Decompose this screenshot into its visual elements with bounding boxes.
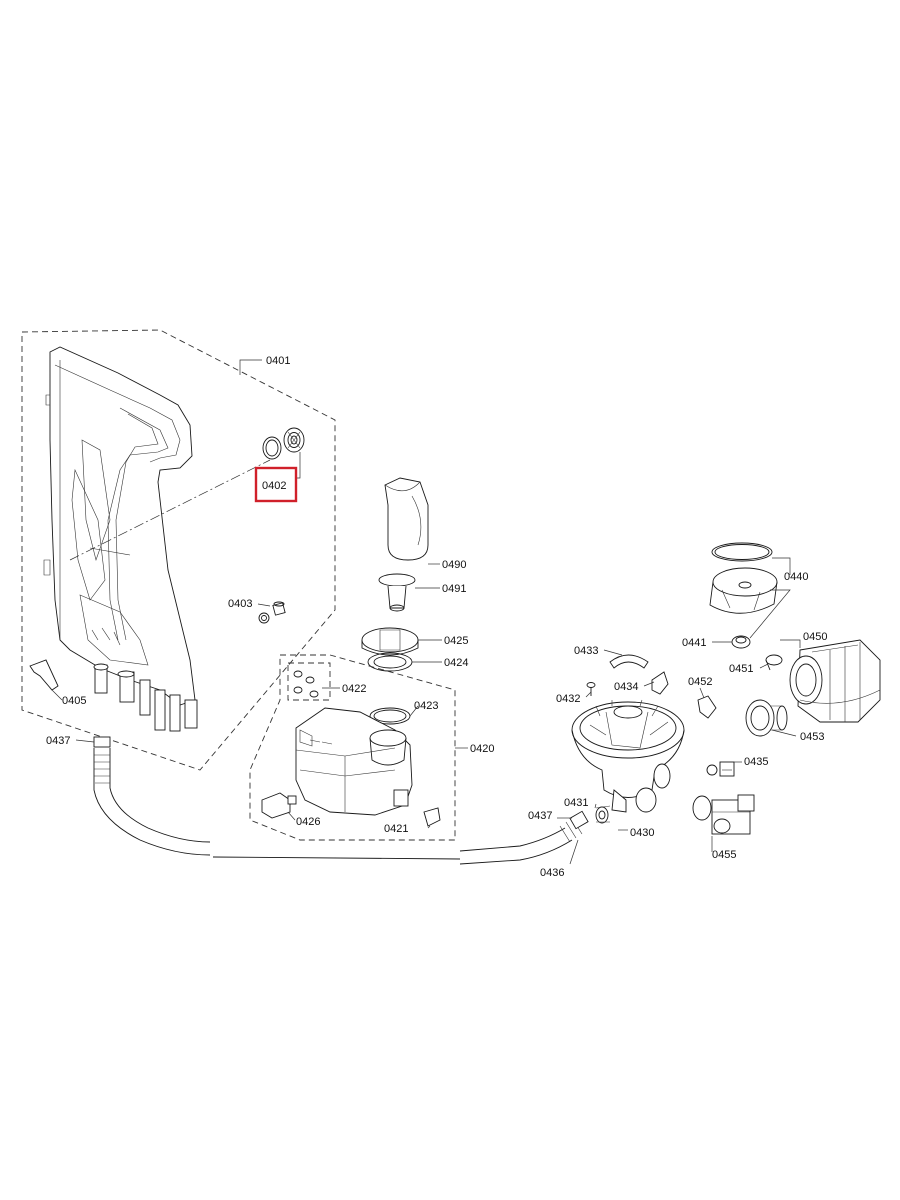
circulation-pump-0450	[789, 639, 881, 723]
label-0433: 0433	[574, 645, 598, 657]
label-0451: 0451	[729, 663, 753, 675]
label-0490: 0490	[442, 559, 466, 571]
side-panel-0401	[43, 346, 198, 732]
label-0441: 0441	[682, 637, 706, 649]
clip-0405	[29, 659, 59, 691]
ring-0424	[367, 652, 413, 672]
part-labels: 0401 0402 0403 0405 0437 0490 0491 0425 …	[46, 355, 827, 879]
drain-hose-0436	[93, 736, 589, 865]
label-0431: 0431	[564, 797, 588, 809]
lid-0425	[361, 627, 419, 656]
funnel-0490	[384, 477, 429, 561]
fitting-0403	[258, 601, 286, 624]
label-0426: 0426	[296, 816, 320, 828]
seal-ring-0402	[262, 427, 305, 460]
group-0420-outline	[249, 654, 456, 841]
label-0432: 0432	[556, 693, 580, 705]
label-0424: 0424	[444, 657, 468, 669]
label-0405: 0405	[62, 695, 86, 707]
label-0401: 0401	[266, 355, 290, 367]
seal-0453	[745, 699, 788, 737]
label-0450: 0450	[803, 631, 827, 643]
highlight-box	[254, 466, 298, 503]
drain-pump-0455	[692, 794, 755, 835]
label-0423: 0423	[414, 700, 438, 712]
seal-0433	[609, 654, 649, 669]
screw-0432	[586, 682, 596, 696]
connector-0441	[731, 635, 751, 649]
sump-0430	[571, 699, 685, 813]
label-0455: 0455	[712, 849, 736, 861]
label-0434: 0434	[614, 681, 638, 693]
label-0420: 0420	[470, 743, 494, 755]
label-0425: 0425	[444, 635, 468, 647]
sensor-0426	[261, 792, 297, 819]
label-0491: 0491	[442, 583, 466, 595]
leader-lines	[49, 359, 801, 865]
valve-0435	[706, 761, 735, 777]
label-0422: 0422	[342, 683, 366, 695]
label-0430: 0430	[630, 827, 654, 839]
clip-0421	[423, 807, 441, 827]
cap-0491	[378, 573, 416, 612]
label-0402: 0402	[262, 480, 286, 492]
label-0403: 0403	[228, 598, 252, 610]
label-0440: 0440	[784, 571, 808, 583]
label-0437-left: 0437	[46, 735, 70, 747]
group-0401-outline	[21, 329, 336, 771]
label-0453: 0453	[800, 731, 824, 743]
label-0436: 0436	[540, 867, 564, 879]
label-0452: 0452	[688, 676, 712, 688]
sump-housing-0420	[295, 707, 413, 816]
clamp-0451	[765, 654, 783, 671]
clip-0452	[697, 695, 717, 719]
label-0421: 0421	[384, 823, 408, 835]
axis-line	[69, 459, 271, 561]
heater-cover-0440	[709, 542, 778, 614]
clip-0434	[651, 671, 669, 695]
label-0437-right: 0437	[528, 810, 552, 822]
fitting-0431	[595, 805, 611, 824]
label-0435: 0435	[744, 756, 768, 768]
seals-0422	[293, 670, 319, 698]
